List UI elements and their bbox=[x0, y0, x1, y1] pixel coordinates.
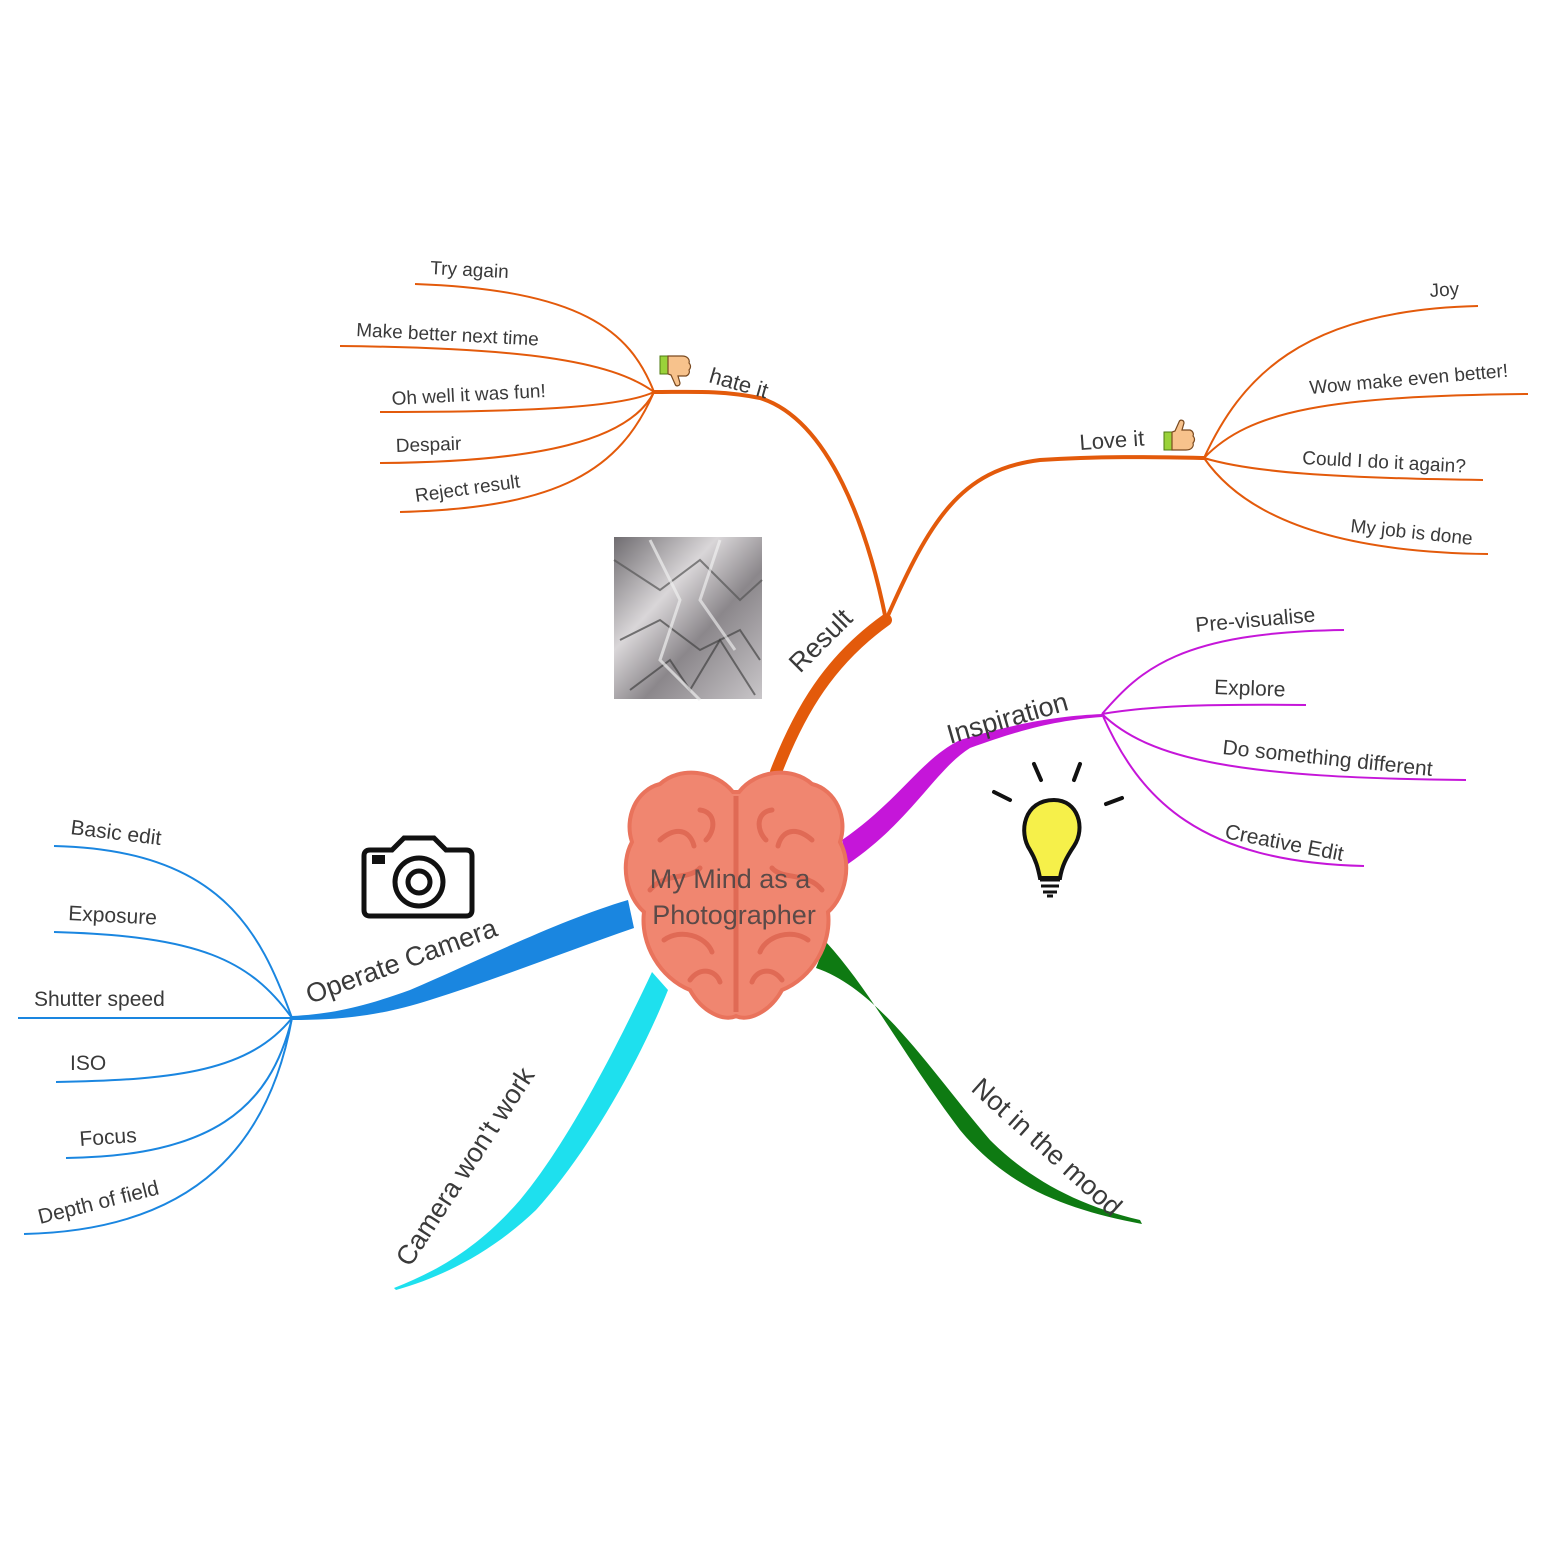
inspiration-branch: Inspiration Pre-visualise Explore Do som… bbox=[842, 604, 1466, 896]
thumbs-up-icon bbox=[1164, 420, 1195, 450]
camera-wont-work-label[interactable]: Camera won't work bbox=[390, 1061, 541, 1271]
leaf-line bbox=[1102, 705, 1306, 714]
camera-wont-work-branch: Camera won't work bbox=[390, 972, 668, 1290]
leaf-wow-make-even-better[interactable]: Wow make even better! bbox=[1309, 361, 1509, 399]
leaf-shutter-speed[interactable]: Shutter speed bbox=[34, 988, 165, 1011]
camera-wont-work-main-line bbox=[394, 972, 668, 1290]
inspiration-label[interactable]: Inspiration bbox=[943, 687, 1071, 750]
central-topic-line1: My Mind as a bbox=[650, 864, 812, 894]
result-branch: Result hate it Love it Try again Make be… bbox=[340, 258, 1528, 772]
leaf-despair[interactable]: Despair bbox=[395, 434, 462, 457]
leaf-could-i-do-it-again[interactable]: Could I do it again? bbox=[1302, 448, 1467, 478]
operate-camera-branch: Operate Camera Basic edit Exposure Shutt… bbox=[18, 816, 634, 1234]
leaf-joy[interactable]: Joy bbox=[1429, 279, 1460, 302]
leaf-explore[interactable]: Explore bbox=[1214, 676, 1286, 701]
leaf-oh-well-it-was-fun[interactable]: Oh well it was fun! bbox=[391, 381, 546, 410]
not-in-the-mood-branch: Not in the mood bbox=[816, 942, 1142, 1224]
leaf-line bbox=[1204, 394, 1528, 458]
leaf-do-something-different[interactable]: Do something different bbox=[1221, 736, 1433, 781]
thumbs-down-icon bbox=[660, 356, 691, 386]
camera-icon bbox=[364, 838, 472, 916]
result-label[interactable]: Result bbox=[783, 603, 859, 679]
leaf-depth-of-field[interactable]: Depth of field bbox=[36, 1177, 162, 1229]
leaf-basic-edit[interactable]: Basic edit bbox=[69, 816, 162, 850]
hate-it-label[interactable]: hate it bbox=[707, 363, 772, 404]
leaf-try-again[interactable]: Try again bbox=[430, 258, 509, 283]
love-it-label[interactable]: Love it bbox=[1079, 426, 1145, 455]
leaf-focus[interactable]: Focus bbox=[79, 1124, 138, 1151]
leaf-iso[interactable]: ISO bbox=[70, 1052, 106, 1075]
leaf-exposure[interactable]: Exposure bbox=[68, 902, 158, 930]
central-topic-line2: Photographer bbox=[652, 900, 816, 930]
leaf-line bbox=[1102, 630, 1344, 714]
light-bulb-icon bbox=[994, 764, 1122, 896]
love-it-line bbox=[886, 457, 1204, 620]
crumpled-photo-image bbox=[614, 537, 762, 700]
